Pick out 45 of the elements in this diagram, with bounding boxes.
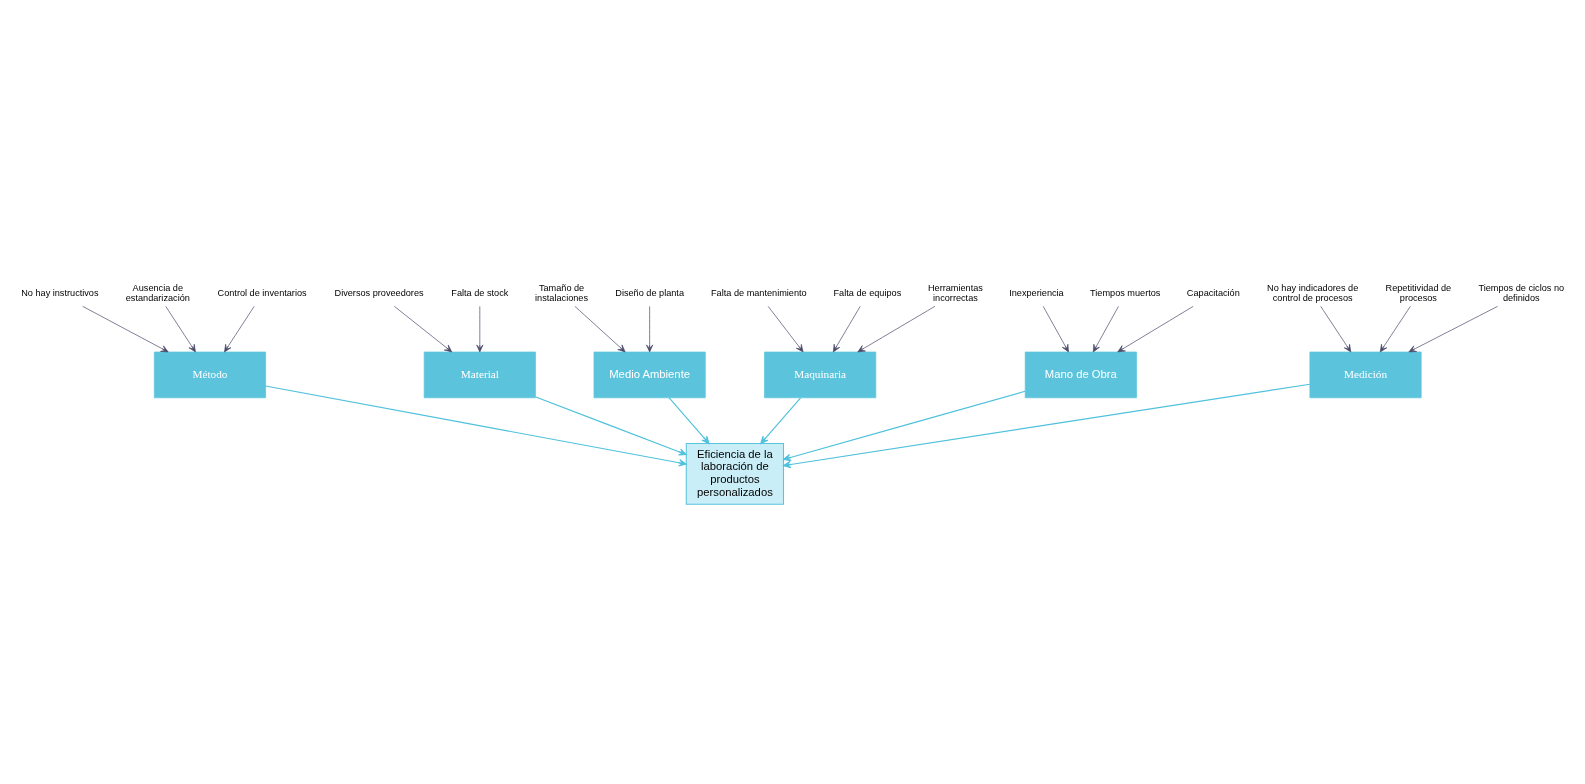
node-text: Herramientas incorrectas [927, 282, 983, 303]
arrow [1117, 305, 1194, 352]
arrow [82, 305, 169, 352]
arrow [760, 396, 802, 444]
node-text: Tiempos muertos [1090, 287, 1161, 298]
node-box: Eficiencia de la laboración de productos personalizados [685, 442, 785, 505]
arrow [1042, 305, 1069, 352]
node-box: Material [423, 351, 536, 398]
arrow [767, 305, 804, 352]
node-text: No hay indicadores de control de procesos [1267, 282, 1359, 303]
arrow [1320, 305, 1352, 352]
node-box: Maquinaria [764, 351, 877, 398]
node-text: Diversos proveedores [334, 287, 424, 298]
node-text: No hay instructivos [21, 287, 99, 298]
node-text: Inexperiencia [1009, 287, 1064, 298]
arrow [646, 305, 654, 352]
arrow [783, 390, 1026, 461]
arrow [165, 305, 196, 352]
node-text: Falta de equipos [833, 287, 902, 298]
arrow [535, 395, 687, 456]
arrow [782, 383, 1311, 468]
arrow [224, 305, 255, 352]
arrow [832, 305, 861, 352]
arrow [265, 384, 687, 466]
node-text: Falta de stock [451, 287, 509, 298]
arrow [857, 305, 936, 352]
arrow [1379, 305, 1411, 352]
node-box: Medio Ambiente [593, 351, 706, 398]
node-text: Repetitividad de procesos [1385, 282, 1452, 303]
node-text: Diseño de planta [615, 287, 685, 298]
node-box: Método [153, 351, 266, 398]
node-text: Tamaño de instalaciones [535, 282, 589, 303]
node-text: Capacitación [1186, 287, 1240, 298]
node-text: Control de inventarios [217, 287, 307, 298]
arrow [574, 305, 626, 352]
arrow [394, 305, 453, 352]
node-text: Falta de mantenimiento [711, 287, 807, 298]
node-box: Mano de Obra [1024, 351, 1137, 398]
arrow [1092, 305, 1119, 352]
arrow [1408, 305, 1498, 352]
node-text: Tiempos de ciclos no definidos [1478, 282, 1565, 303]
arrow [476, 305, 484, 352]
node-box: Medición [1309, 351, 1422, 398]
arrow [668, 396, 710, 444]
node-text: Ausencia de estandarización [125, 282, 190, 303]
